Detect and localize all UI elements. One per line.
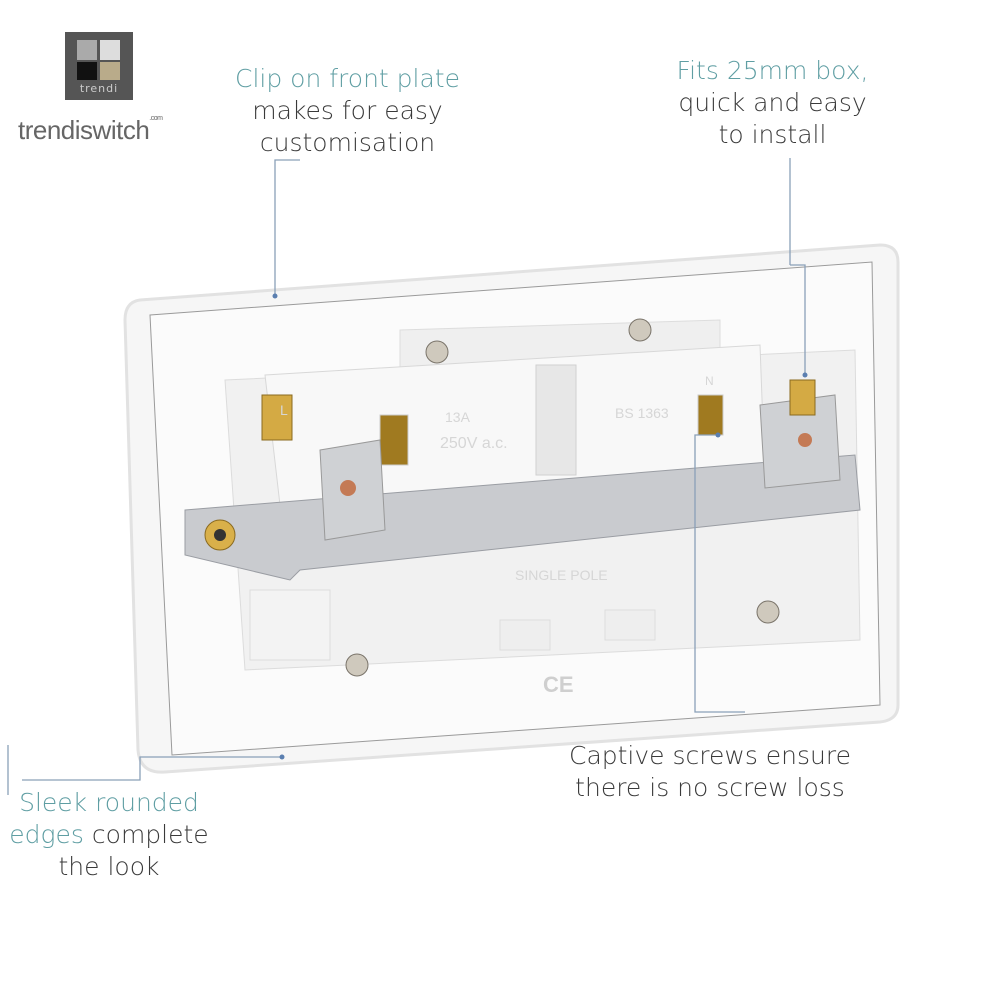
leader-dots — [272, 293, 808, 760]
leader-line-box — [790, 264, 806, 375]
callout-clip-front-plate: Clip on front plate makes for easy custo… — [215, 63, 480, 159]
housing-slot — [604, 609, 656, 641]
callout-highlight: edges — [9, 820, 84, 849]
brand-logo: trendi trendiswitch.com — [18, 30, 188, 150]
callout-highlight: Sleek rounded — [19, 788, 199, 817]
brass-screw-right — [789, 379, 816, 416]
neutral-terminal — [697, 394, 724, 436]
captive-screw — [345, 653, 369, 677]
callout-text: quick and easy — [678, 88, 867, 117]
housing-recess — [249, 589, 331, 661]
marking-live: L — [280, 402, 288, 418]
logo-suffix: .com — [149, 115, 163, 122]
logo-wordmark: trendiswitch — [18, 115, 150, 145]
marking-standard: BS 1363 — [615, 405, 669, 421]
callout-captive-screws: Captive screws ensure there is no screw … — [550, 740, 870, 804]
leader-dot — [802, 372, 808, 378]
callout-fits-box: Fits 25mm box, quick and easy to install — [655, 55, 890, 151]
leader-line-edges — [22, 756, 282, 781]
callout-line: edges complete — [0, 819, 218, 851]
captive-screws — [345, 318, 780, 677]
captive-screw — [425, 340, 449, 364]
leader-dot — [279, 754, 285, 760]
logo-tile — [100, 40, 120, 60]
callout-text: customisation — [259, 128, 436, 157]
marking-voltage: 250V a.c. — [440, 435, 508, 452]
callout-text: complete — [83, 820, 209, 849]
ce-mark: CE — [543, 672, 574, 697]
captive-screw — [756, 600, 780, 624]
rivet-right — [798, 433, 812, 447]
logo-wordmark-row: trendiswitch.com — [18, 115, 188, 146]
marking-neutral: N — [705, 374, 714, 388]
callout-text: Captive screws ensure — [568, 741, 852, 770]
leader-lines — [7, 158, 806, 795]
logo-mark: trendi — [65, 32, 133, 100]
housing-slot — [499, 619, 551, 651]
leader-line-clip — [274, 159, 300, 295]
switch-slot — [535, 364, 577, 476]
marking-pole: SINGLE POLE — [515, 567, 608, 583]
logo-mark-text: trendi — [79, 82, 119, 95]
leader-dot — [272, 293, 278, 299]
leader-dot — [715, 432, 721, 438]
rivet-left — [340, 480, 356, 496]
earth-bar — [184, 454, 861, 581]
live-terminal — [379, 414, 409, 466]
logo-tile — [100, 62, 120, 80]
callout-text: the look — [58, 852, 160, 881]
earth-terminal-hole — [214, 529, 226, 541]
logo-tile — [77, 40, 97, 60]
callout-text: there is no screw loss — [575, 773, 845, 802]
callout-text: to install — [718, 120, 827, 149]
callout-rounded-edges: Sleek rounded edges complete the look — [0, 787, 218, 883]
callout-highlight: Fits 25mm box, — [676, 56, 869, 85]
leader-line-screws — [694, 434, 745, 713]
brass-screw-left — [261, 394, 293, 441]
callout-text: makes for easy — [252, 96, 443, 125]
captive-screw — [628, 318, 652, 342]
callout-highlight: Clip on front plate — [235, 64, 460, 93]
marking-rating: 13A — [445, 409, 471, 425]
logo-tile — [77, 62, 97, 80]
